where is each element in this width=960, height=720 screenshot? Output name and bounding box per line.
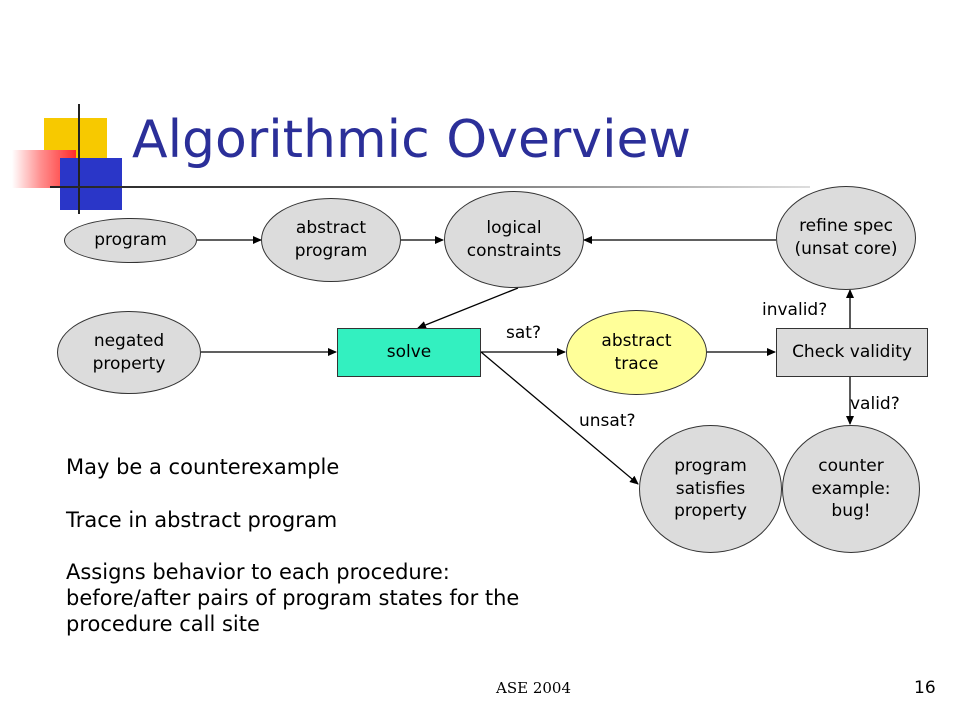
node-program: program — [64, 218, 197, 263]
node-solve: solve — [337, 328, 481, 377]
node-negated-property-line1: negated — [93, 330, 165, 351]
node-program-satisfies-property: program satisfies property — [639, 425, 782, 553]
node-refine-spec: refine spec (unsat core) — [776, 186, 916, 290]
node-negated-property: negated property — [57, 311, 201, 394]
node-check-validity-label: Check validity — [792, 342, 912, 363]
node-abstract-trace: abstract trace — [566, 310, 707, 395]
bullet-item: May be a counterexample — [66, 455, 340, 479]
arrow-solve-to-satisfies — [480, 351, 639, 485]
edge-label-unsat: unsat? — [579, 411, 636, 431]
bullet-item: Trace in abstract program — [66, 508, 338, 532]
node-counter-example: counter example: bug! — [782, 425, 920, 553]
node-counter-example-line1: counter — [818, 455, 884, 476]
node-solve-label: solve — [386, 342, 432, 363]
page-number: 16 — [914, 678, 936, 698]
edge-label-invalid: invalid? — [762, 300, 828, 320]
node-counter-example-line2: example: — [811, 478, 891, 499]
node-logical-constraints: logical constraints — [444, 191, 584, 288]
slide-title: Algorithmic Overview — [132, 110, 692, 170]
node-program-label: program — [94, 230, 167, 251]
footer-text: ASE 2004 — [496, 679, 571, 697]
node-abstract-program: abstract program — [261, 198, 401, 282]
edge-label-valid: valid? — [850, 394, 900, 414]
title-underline — [50, 186, 810, 188]
node-refine-spec-line1: refine spec — [799, 216, 893, 237]
node-abstract-program-line1: abstract — [295, 218, 367, 239]
node-abstract-trace-line1: abstract — [601, 330, 672, 351]
decor-vertical-line — [78, 104, 80, 214]
node-counter-example-line3: bug! — [831, 501, 871, 522]
node-program-satisfies-line2: satisfies — [675, 478, 746, 499]
node-negated-property-line2: property — [92, 353, 166, 374]
node-abstract-program-line2: program — [294, 241, 368, 261]
edge-label-sat: sat? — [506, 323, 541, 343]
node-abstract-trace-line2: trace — [614, 353, 659, 374]
node-logical-constraints-line2: constraints — [466, 240, 562, 261]
node-refine-spec-line2: (unsat core) — [794, 239, 898, 259]
arrow-constraints-to-solve — [417, 287, 519, 329]
decor-blue-square — [60, 158, 122, 210]
node-program-satisfies-line3: property — [674, 501, 747, 522]
node-program-satisfies-line1: program — [674, 455, 747, 476]
bullet-item: Assigns behavior to each procedure: befo… — [66, 560, 520, 636]
node-logical-constraints-line1: logical — [486, 217, 542, 238]
node-check-validity: Check validity — [776, 328, 928, 377]
